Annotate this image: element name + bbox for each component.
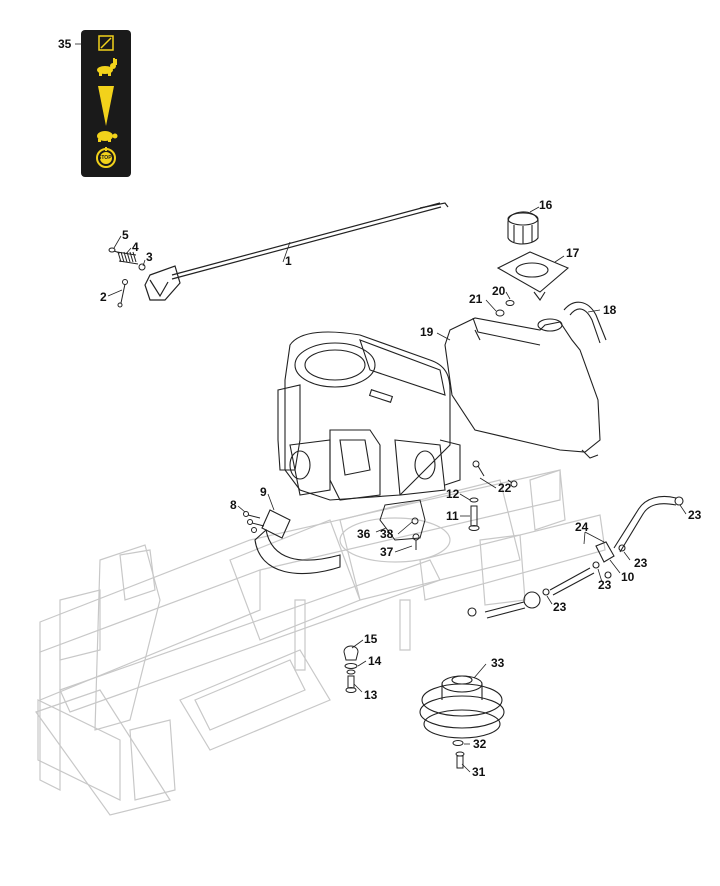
callout-20: 20: [492, 284, 506, 298]
callout-32: 32: [473, 737, 487, 751]
speed-wedge-icon: [98, 86, 114, 126]
callout-22: 22: [498, 481, 512, 495]
callout-17: 17: [566, 246, 580, 260]
callout-14: 14: [368, 654, 382, 668]
fuel-filter: [496, 251, 570, 301]
bolt-31: [455, 751, 465, 769]
callout-23-filter: 23: [553, 600, 567, 614]
bolts-8: [243, 511, 265, 533]
bolt-37: [412, 533, 420, 550]
callout-12: 12: [446, 487, 460, 501]
callout-5: 5: [122, 228, 129, 242]
callout-1: 1: [285, 254, 292, 268]
engine-stop-icon: [96, 147, 116, 168]
callout-15: 15: [364, 632, 378, 646]
bolt-11: [468, 497, 480, 531]
callout-23-right: 23: [688, 508, 702, 522]
vent-hose: [563, 301, 607, 344]
fuel-cap: [507, 211, 539, 245]
exhaust-pipe: [254, 509, 341, 575]
callout-10: 10: [621, 570, 635, 584]
callout-23-mid: 23: [598, 578, 612, 592]
leader-lines: [75, 43, 687, 773]
choke-icon: [98, 35, 114, 51]
callout-31: 31: [472, 765, 486, 779]
callout-38: 38: [380, 527, 394, 541]
callout-37: 37: [380, 545, 394, 559]
callout-18: 18: [603, 303, 617, 317]
callout-21: 21: [469, 292, 483, 306]
callout-24: 24: [575, 520, 589, 534]
callout-3: 3: [146, 250, 153, 264]
stop-label: STOP: [98, 155, 112, 161]
chassis-frame: [35, 469, 606, 816]
callout-36: 36: [357, 527, 371, 541]
screw-2: [117, 279, 128, 308]
fitting-21: [495, 309, 505, 317]
callout-8: 8: [230, 498, 237, 512]
callout-23-valve: 23: [634, 556, 648, 570]
callout-4: 4: [132, 240, 139, 254]
throttle-cable: [144, 202, 449, 301]
engine: [277, 331, 461, 501]
fuel-tank: [444, 317, 601, 459]
washer-32: [452, 740, 464, 746]
callout-16: 16: [539, 198, 553, 212]
callout-9: 9: [260, 485, 267, 499]
callout-13: 13: [364, 688, 378, 702]
callout-2: 2: [100, 290, 107, 304]
bolt-stack: [343, 645, 359, 693]
pulley: [419, 675, 505, 739]
callout-19: 19: [420, 325, 434, 339]
callout-33: 33: [491, 656, 505, 670]
callout-35: 35: [58, 37, 72, 51]
callout-11: 11: [446, 509, 459, 523]
throttle-decal: STOP: [81, 30, 131, 177]
fuel-lines: [467, 495, 684, 619]
turtle-slow-icon: [97, 131, 118, 142]
bolts-22: [472, 460, 518, 488]
small-nut-3: [138, 263, 146, 271]
bracket: [379, 499, 426, 541]
rabbit-fast-icon: [97, 58, 117, 76]
washer-20: [505, 300, 515, 306]
small-screw-5: [108, 247, 121, 254]
